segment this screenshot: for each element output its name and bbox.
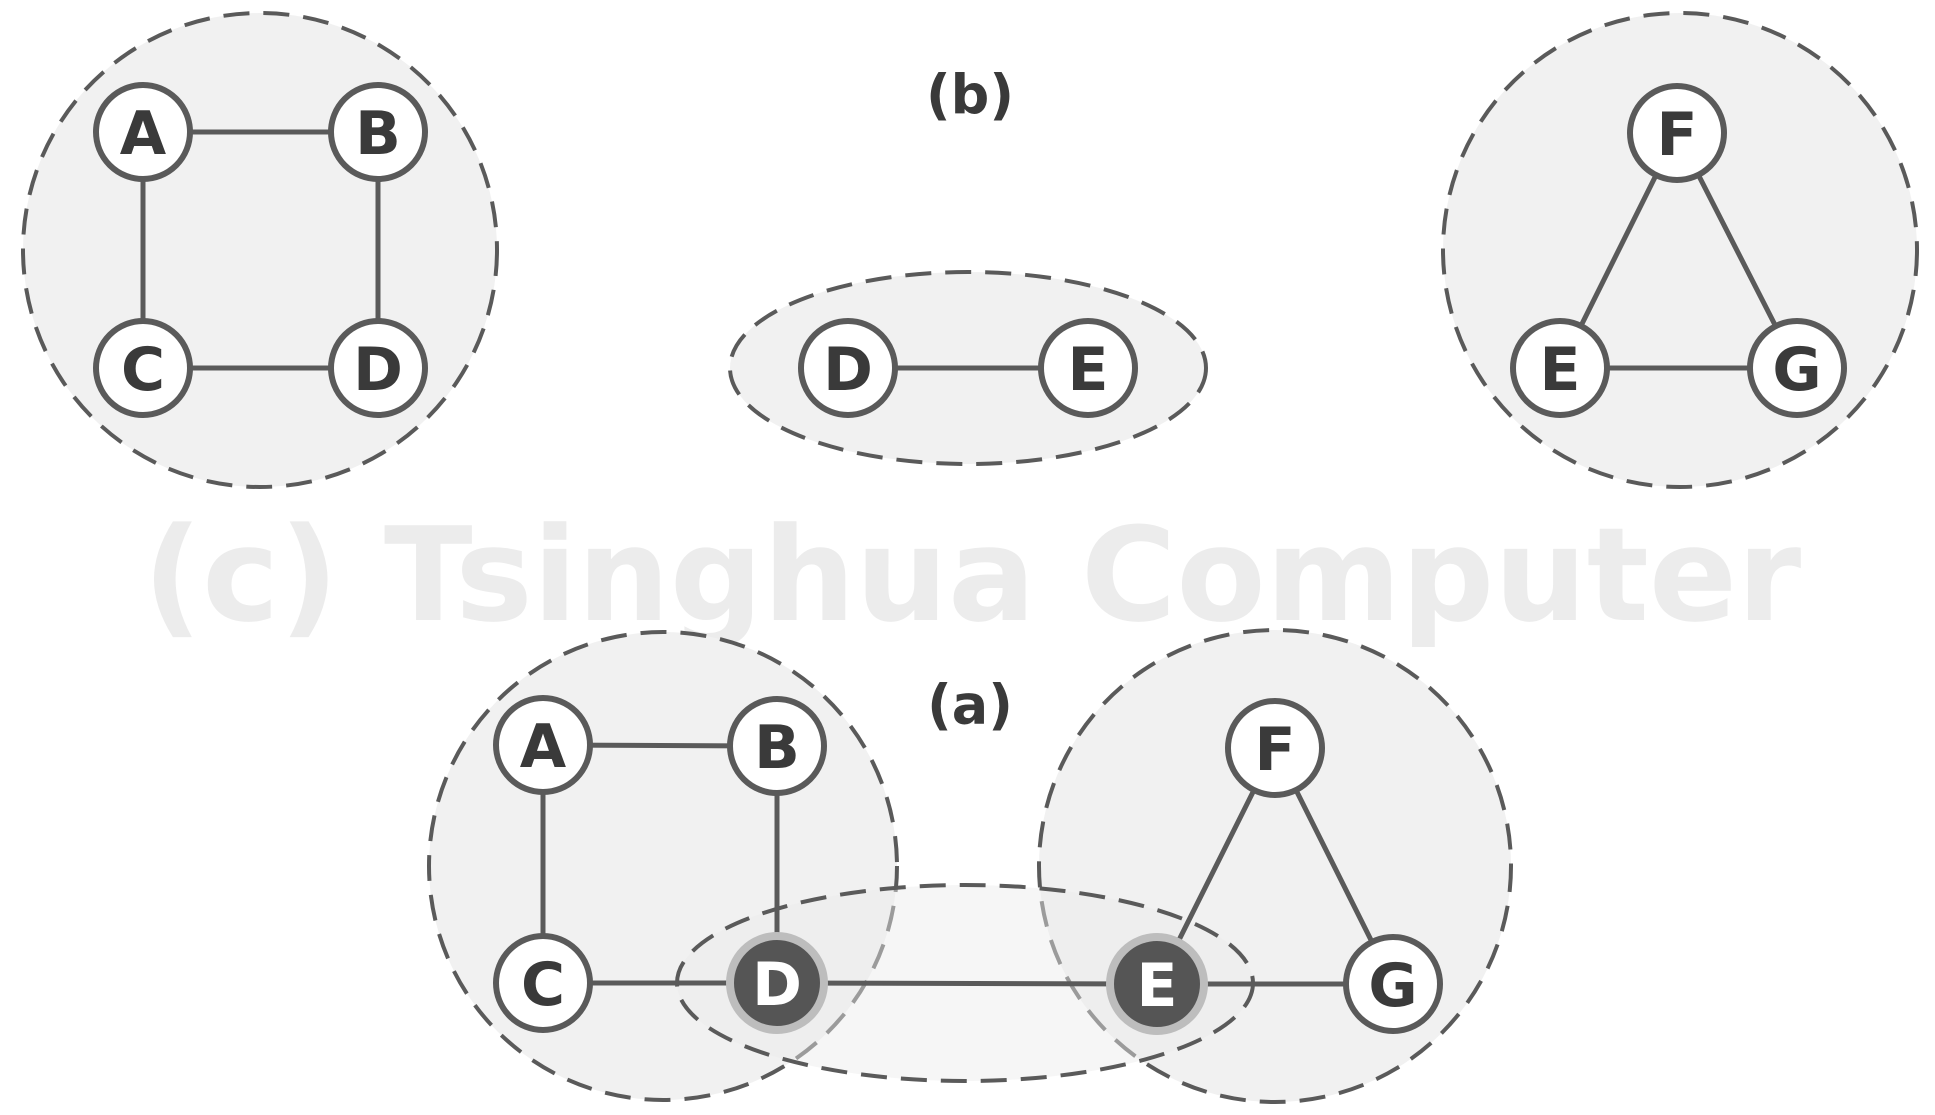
- node-d: D: [798, 318, 898, 418]
- node-g: G: [1343, 934, 1443, 1034]
- cut-vertex-d: D: [726, 932, 828, 1034]
- node-f: F: [1627, 83, 1727, 183]
- node-label: B: [754, 713, 800, 783]
- panel-b-label: (b): [926, 64, 1014, 127]
- node-a: A: [93, 82, 193, 182]
- watermark-text: (c) Tsinghua Computer: [143, 499, 1801, 651]
- node-e: E: [1510, 318, 1610, 418]
- node-a: A: [493, 695, 593, 795]
- cut-vertex-e: E: [1106, 933, 1208, 1035]
- node-b: B: [328, 82, 428, 182]
- node-label: A: [520, 712, 567, 782]
- node-e: E: [1038, 318, 1138, 418]
- node-label: C: [121, 335, 165, 405]
- node-label: G: [1368, 951, 1417, 1021]
- node-c: C: [493, 933, 593, 1033]
- node-label: E: [1068, 335, 1109, 405]
- panel-a-label: (a): [927, 674, 1013, 737]
- node-c: C: [93, 318, 193, 418]
- component-abcd-region: [21, 11, 499, 489]
- node-label: D: [752, 950, 802, 1020]
- node-label: D: [823, 335, 873, 405]
- component-abcd: A B C D: [21, 11, 499, 489]
- panel-a: (a) A B C D E: [427, 628, 1513, 1104]
- node-label: B: [355, 99, 401, 169]
- edge-d-e: [774, 980, 1160, 987]
- node-g: G: [1747, 318, 1847, 418]
- node-b: B: [727, 696, 827, 796]
- node-label: A: [120, 99, 167, 169]
- panel-b: (b) A B C D: [21, 11, 1919, 489]
- component-de: D E: [728, 270, 1208, 466]
- node-label: D: [353, 335, 403, 405]
- node-label: C: [521, 950, 565, 1020]
- component-efg: F E G: [1441, 11, 1919, 489]
- node-label: F: [1255, 715, 1296, 785]
- node-label: G: [1772, 335, 1821, 405]
- node-f: F: [1225, 698, 1325, 798]
- node-d: D: [328, 318, 428, 418]
- node-label: E: [1137, 951, 1178, 1021]
- node-label: F: [1657, 100, 1698, 170]
- node-label: E: [1540, 335, 1581, 405]
